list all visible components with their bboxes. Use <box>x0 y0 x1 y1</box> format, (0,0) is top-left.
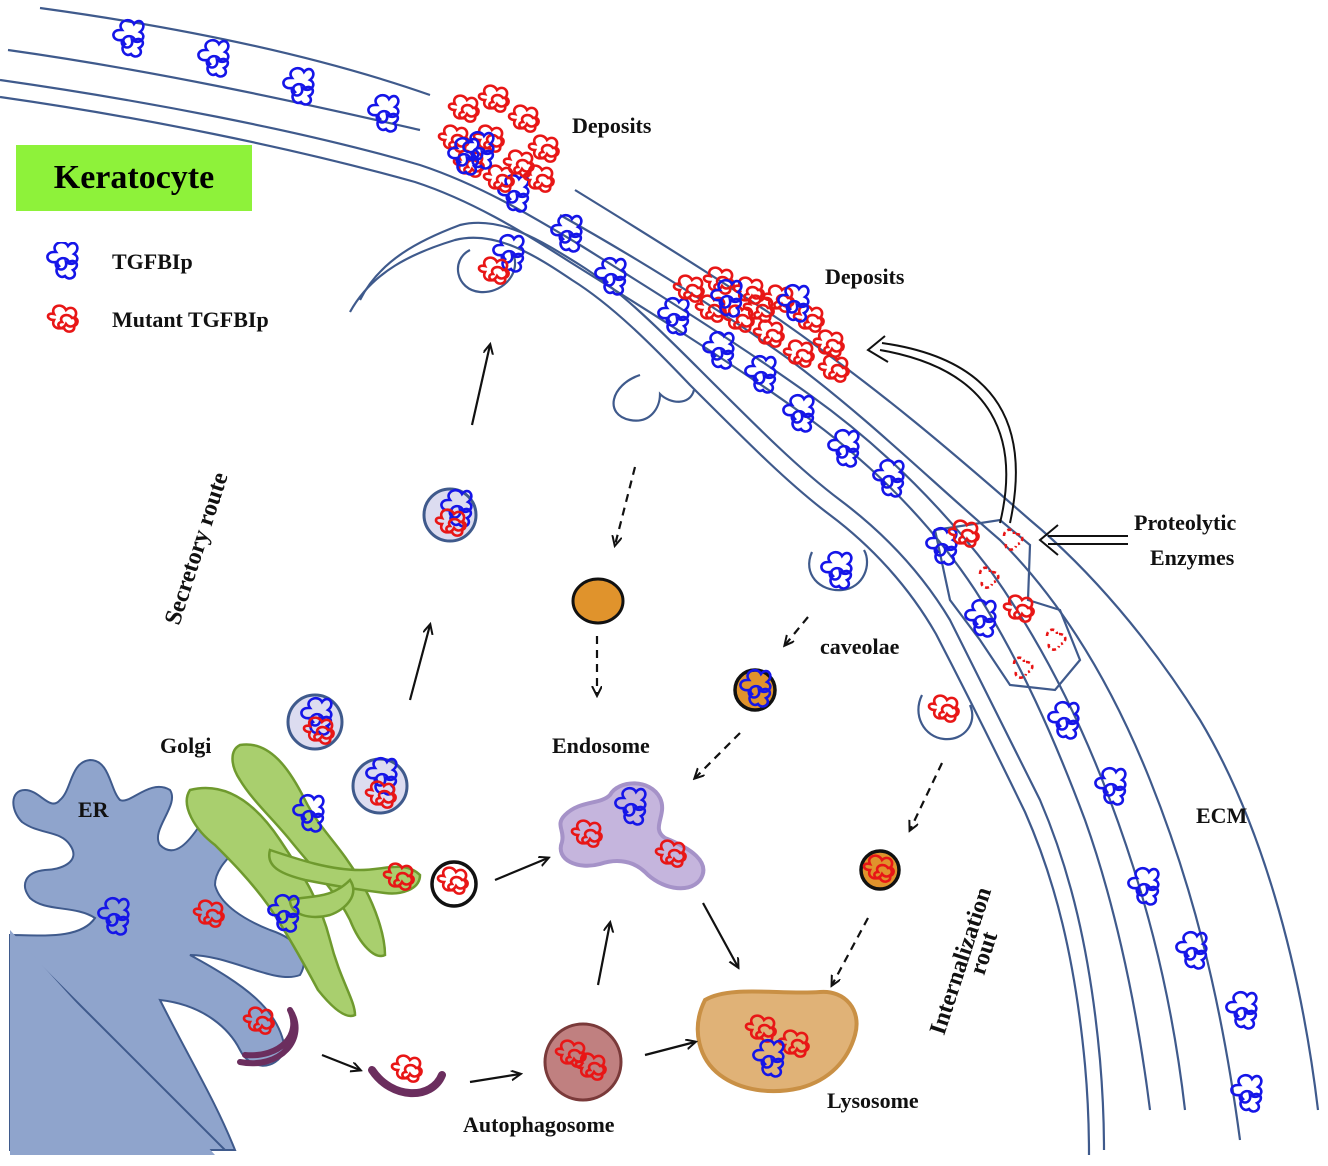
label-proteolytic: Proteolytic <box>1134 510 1237 535</box>
er-lower-sheet <box>10 930 215 1155</box>
label-autophagosome: Autophagosome <box>463 1112 615 1137</box>
label-deposits-top: Deposits <box>572 113 652 138</box>
legend-label-tgfbip: TGFBIp <box>112 249 193 274</box>
label-caveolae: caveolae <box>820 634 900 659</box>
phagophore-free <box>368 1066 446 1098</box>
golgi-stack <box>185 743 422 1018</box>
legend-label-mutant: Mutant TGFBIp <box>112 307 269 332</box>
legend-swatch-tgfbip <box>46 242 79 280</box>
solid-arrows <box>321 345 738 1084</box>
phagophore-er <box>237 1007 299 1067</box>
internalized-vesicles <box>571 577 901 891</box>
label-enzymes: Enzymes <box>1150 545 1235 570</box>
legend-item-tgfbip: TGFBIp <box>36 242 193 282</box>
label-lysosome: Lysosome <box>827 1088 919 1113</box>
endosome-shape <box>558 781 706 891</box>
membrane-pits <box>456 249 974 741</box>
dashed-arrows <box>597 466 943 985</box>
label-er: ER <box>78 797 109 822</box>
title-badge: Keratocyte <box>16 145 252 211</box>
legend-item-mutant: Mutant TGFBIp <box>36 300 269 340</box>
phagophore-cargo <box>390 1054 423 1083</box>
diagram-title: Keratocyte <box>53 159 215 196</box>
proteolytic-arrows <box>866 335 1128 556</box>
label-deposits-mid: Deposits <box>825 264 905 289</box>
label-endosome: Endosome <box>552 733 650 758</box>
deposit-mid <box>672 266 850 383</box>
label-ecm: ECM <box>1196 803 1248 828</box>
golgi-vesicles <box>286 487 478 908</box>
proteolytic-region-outline <box>933 518 1082 692</box>
legend-swatch-mutant <box>46 304 79 333</box>
label-golgi: Golgi <box>160 733 212 758</box>
